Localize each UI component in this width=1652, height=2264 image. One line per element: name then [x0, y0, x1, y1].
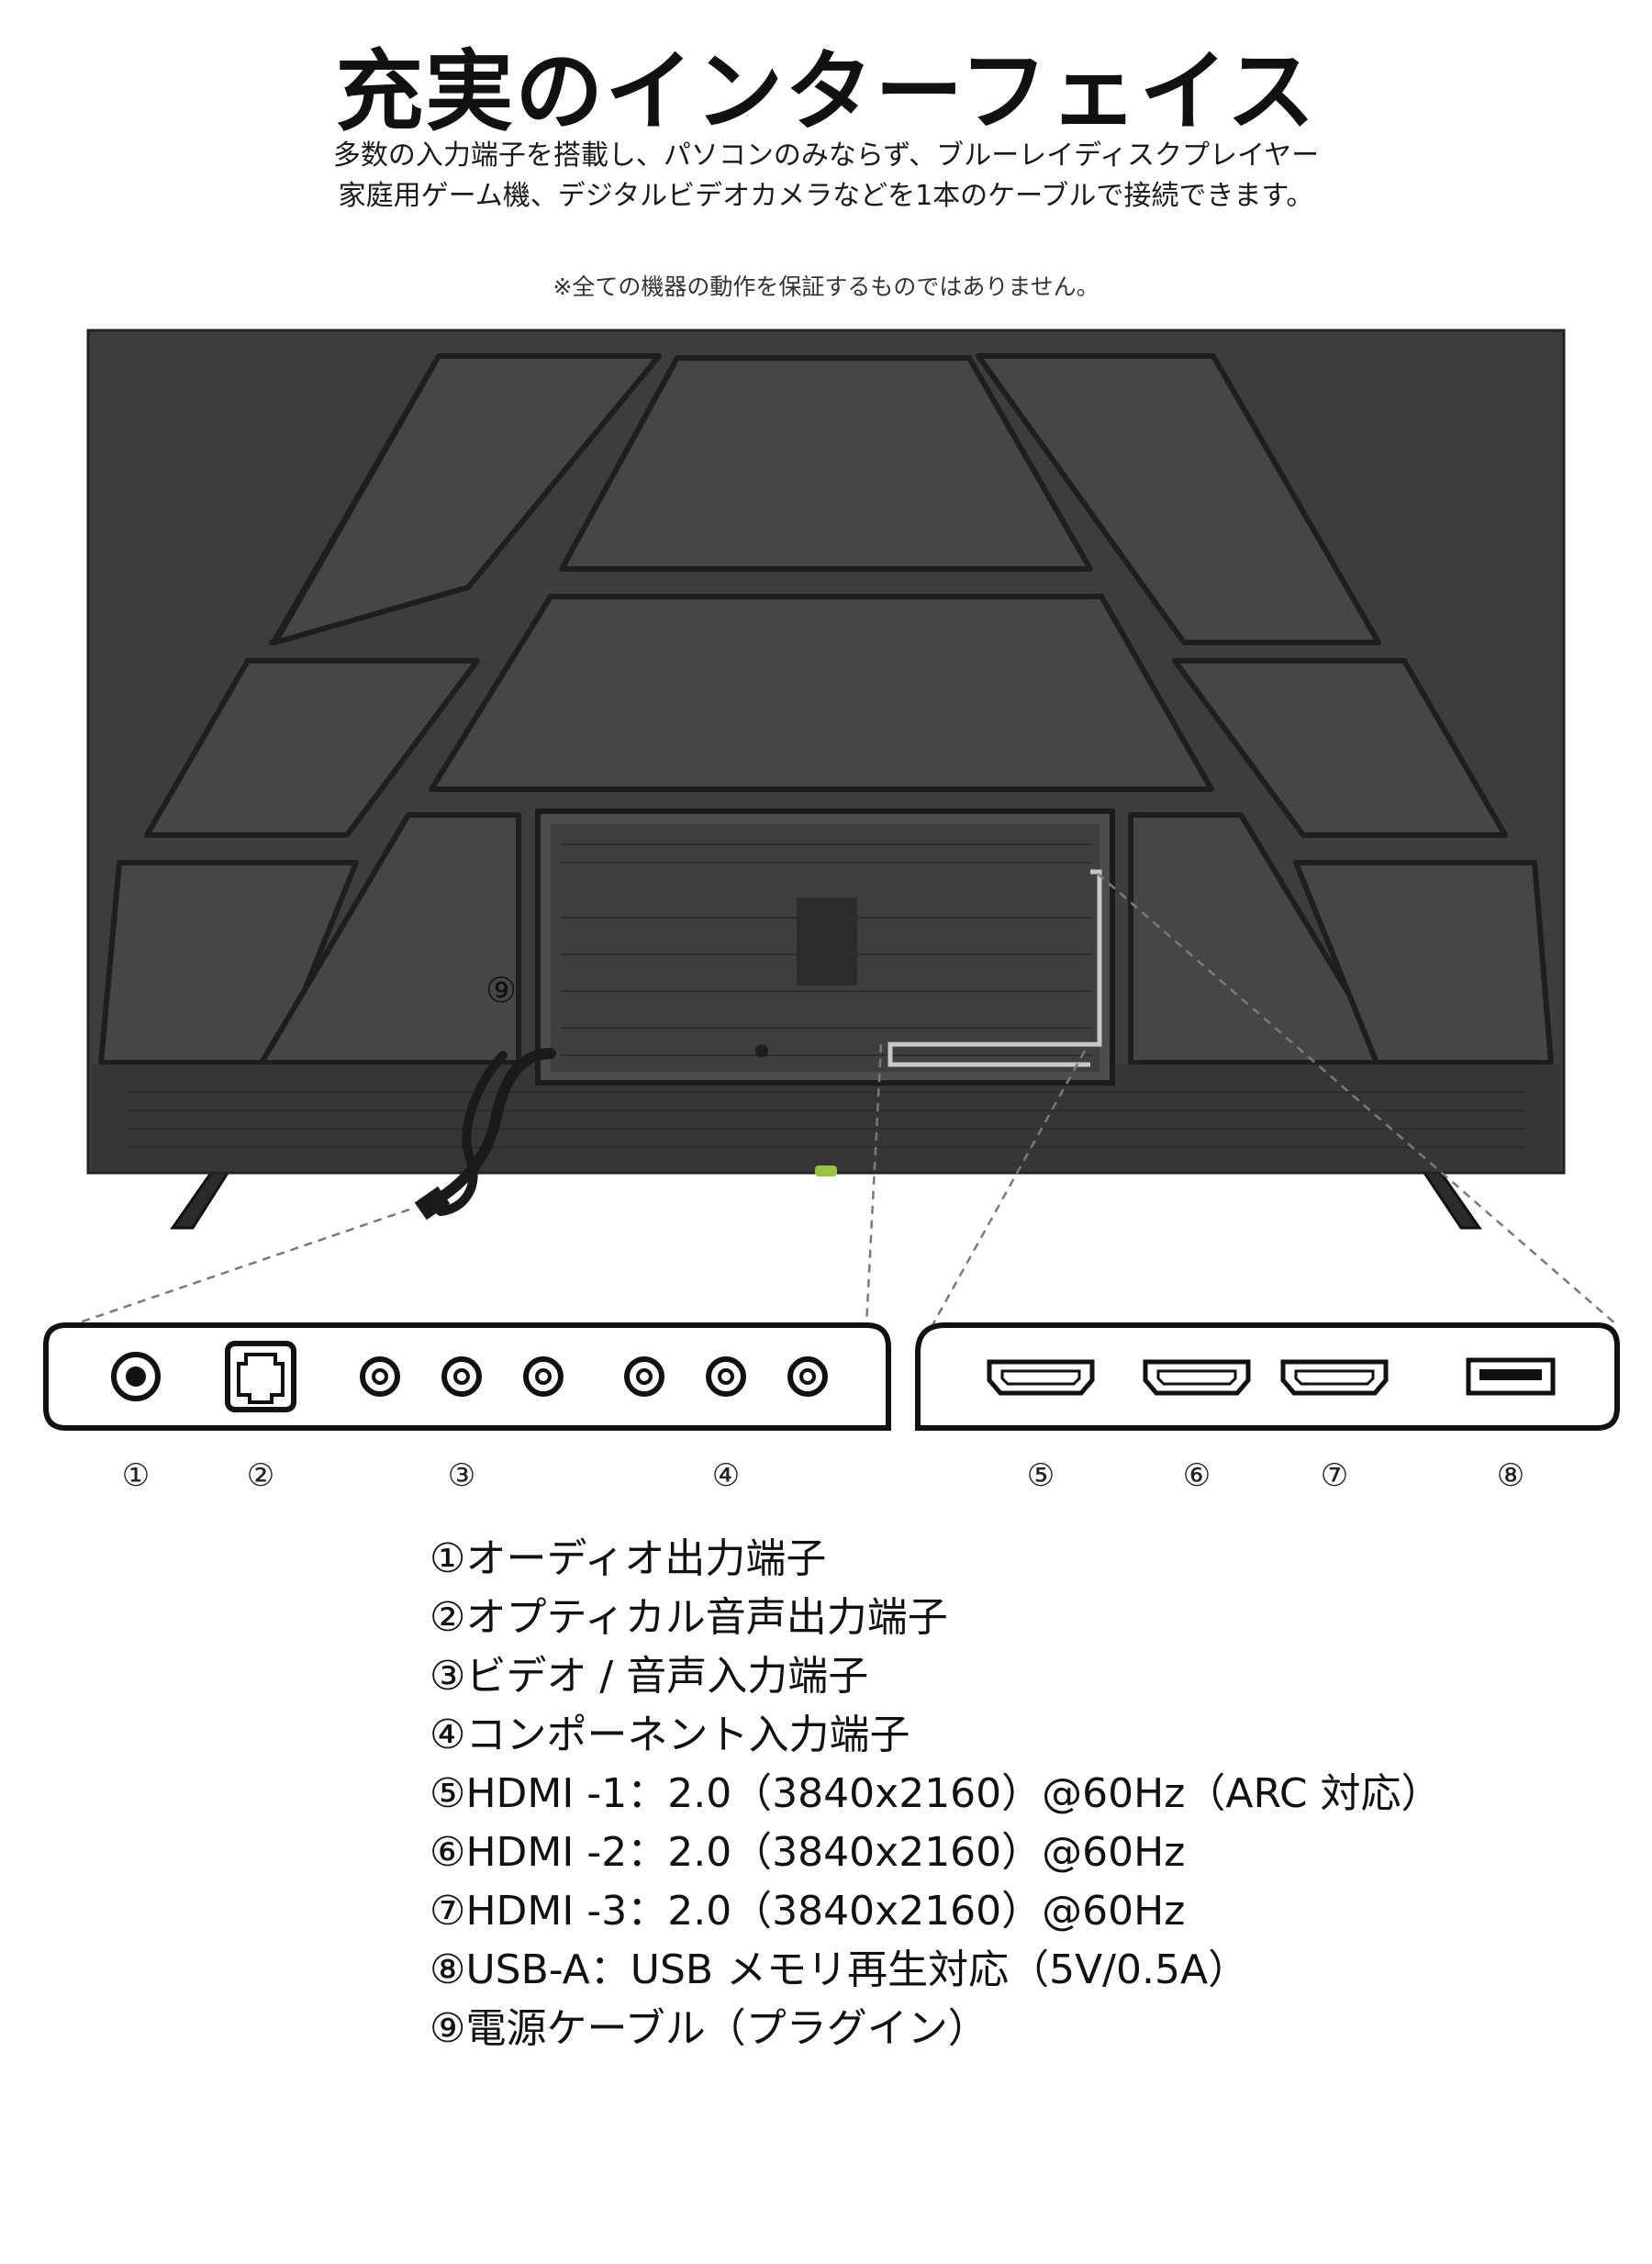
port-panel-right — [915, 1322, 1620, 1431]
callout-number-6: ⑥ — [1182, 1457, 1211, 1494]
callout-number-1: ① — [121, 1457, 151, 1494]
callout-number-4: ④ — [711, 1457, 741, 1494]
legend-item: ⑦HDMI -3：2.0（3840x2160）@60Hz — [430, 1888, 1186, 1935]
audio-jack-icon — [111, 1352, 161, 1401]
port-legend-list: ①オーディオ出力端子 ②オプティカル音声出力端子 ③ビデオ / 音声入力端子 ④… — [430, 1530, 1442, 2058]
legend-item: ⑧USB-A：USB メモリ再生対応（5V/0.5A） — [430, 1946, 1249, 1993]
page-title: 充実のインターフェイス — [335, 40, 1317, 143]
tv-vent-lines — [128, 1091, 1524, 1148]
intro-line-1: 多数の入力端子を搭載し、パソコンのみならず、ブルーレイディスクプレイヤー — [332, 139, 1320, 172]
hdmi-port-icon — [1143, 1359, 1251, 1396]
legend-item: ③ビデオ / 音声入力端子 — [430, 1653, 869, 1700]
callout-leader-lines — [71, 873, 1618, 1327]
rca-jack-icon — [624, 1356, 828, 1397]
callout-number-9: ⑨ — [485, 970, 518, 1010]
disclaimer-note: ※全ての機器の動作を保証するものではありません。 — [553, 273, 1099, 300]
optical-port-icon — [225, 1341, 296, 1412]
callout-number-7: ⑦ — [1320, 1457, 1349, 1494]
tv-stand-legs — [170, 1168, 1482, 1230]
usb-a-port-icon — [1466, 1357, 1556, 1396]
tv-io-module — [535, 809, 1115, 1177]
callout-number-2: ② — [246, 1457, 275, 1494]
legend-item: ⑤HDMI -1：2.0（3840x2160）@60Hz（ARC 対応） — [430, 1770, 1442, 1817]
callout-number-5: ⑤ — [1026, 1457, 1055, 1494]
legend-item: ⑥HDMI -2：2.0（3840x2160）@60Hz — [430, 1829, 1186, 1876]
legend-item: ⑨電源ケーブル（プラグイン） — [430, 2005, 988, 2052]
legend-item: ④コンポーネント入力端子 — [430, 1712, 910, 1758]
legend-item: ①オーディオ出力端子 — [430, 1535, 827, 1582]
callout-number-8: ⑧ — [1496, 1457, 1525, 1494]
intro-line-2: 家庭用ゲーム機、デジタルビデオカメラなどを1本のケーブルで接続できます。 — [338, 180, 1314, 212]
tv-back-panels — [98, 353, 1554, 1065]
intro-text: 多数の入力端子を搭載し、パソコンのみならず、ブルーレイディスクプレイヤー 家庭用… — [0, 136, 1652, 217]
callout-number-3: ③ — [447, 1457, 476, 1494]
hdmi-port-icon — [987, 1359, 1095, 1396]
rca-jack-icon — [360, 1356, 564, 1397]
hdmi-port-icon — [1280, 1359, 1389, 1396]
legend-item: ②オプティカル音声出力端子 — [430, 1594, 948, 1641]
power-cable-illustration — [414, 1048, 556, 1221]
